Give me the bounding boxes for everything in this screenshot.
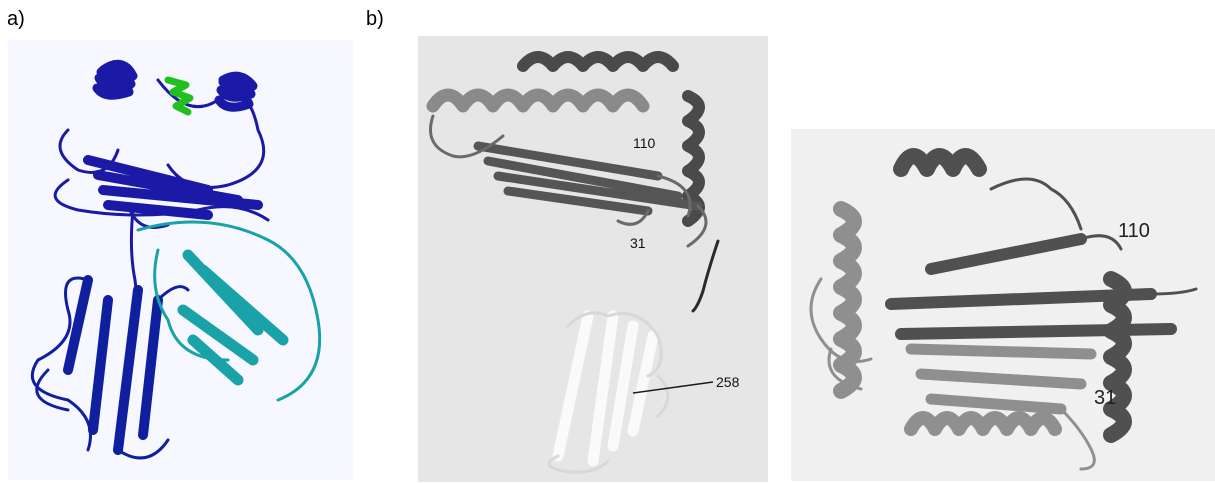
structure-b: 110 31 258 [418, 36, 768, 482]
b-residue-258: 258 [716, 374, 740, 390]
c-dark-helix-right [1111, 279, 1124, 435]
structure-a-svg [8, 40, 353, 480]
b-residue-31: 31 [630, 235, 646, 251]
panel-a-label: a) [7, 8, 25, 31]
b-residue-110: 110 [633, 135, 656, 151]
upper-helix-left [97, 64, 133, 95]
structure-a [8, 40, 353, 480]
structure-c: 110 31 [791, 129, 1215, 481]
structure-c-svg: 110 31 [791, 129, 1215, 481]
c-light-helix-bottom [911, 418, 1055, 429]
panel-b-label: b) [366, 8, 384, 31]
structure-b-svg: 110 31 258 [418, 36, 768, 482]
c-residue-31: 31 [1094, 387, 1116, 409]
c-residue-110: 110 [1118, 220, 1150, 242]
